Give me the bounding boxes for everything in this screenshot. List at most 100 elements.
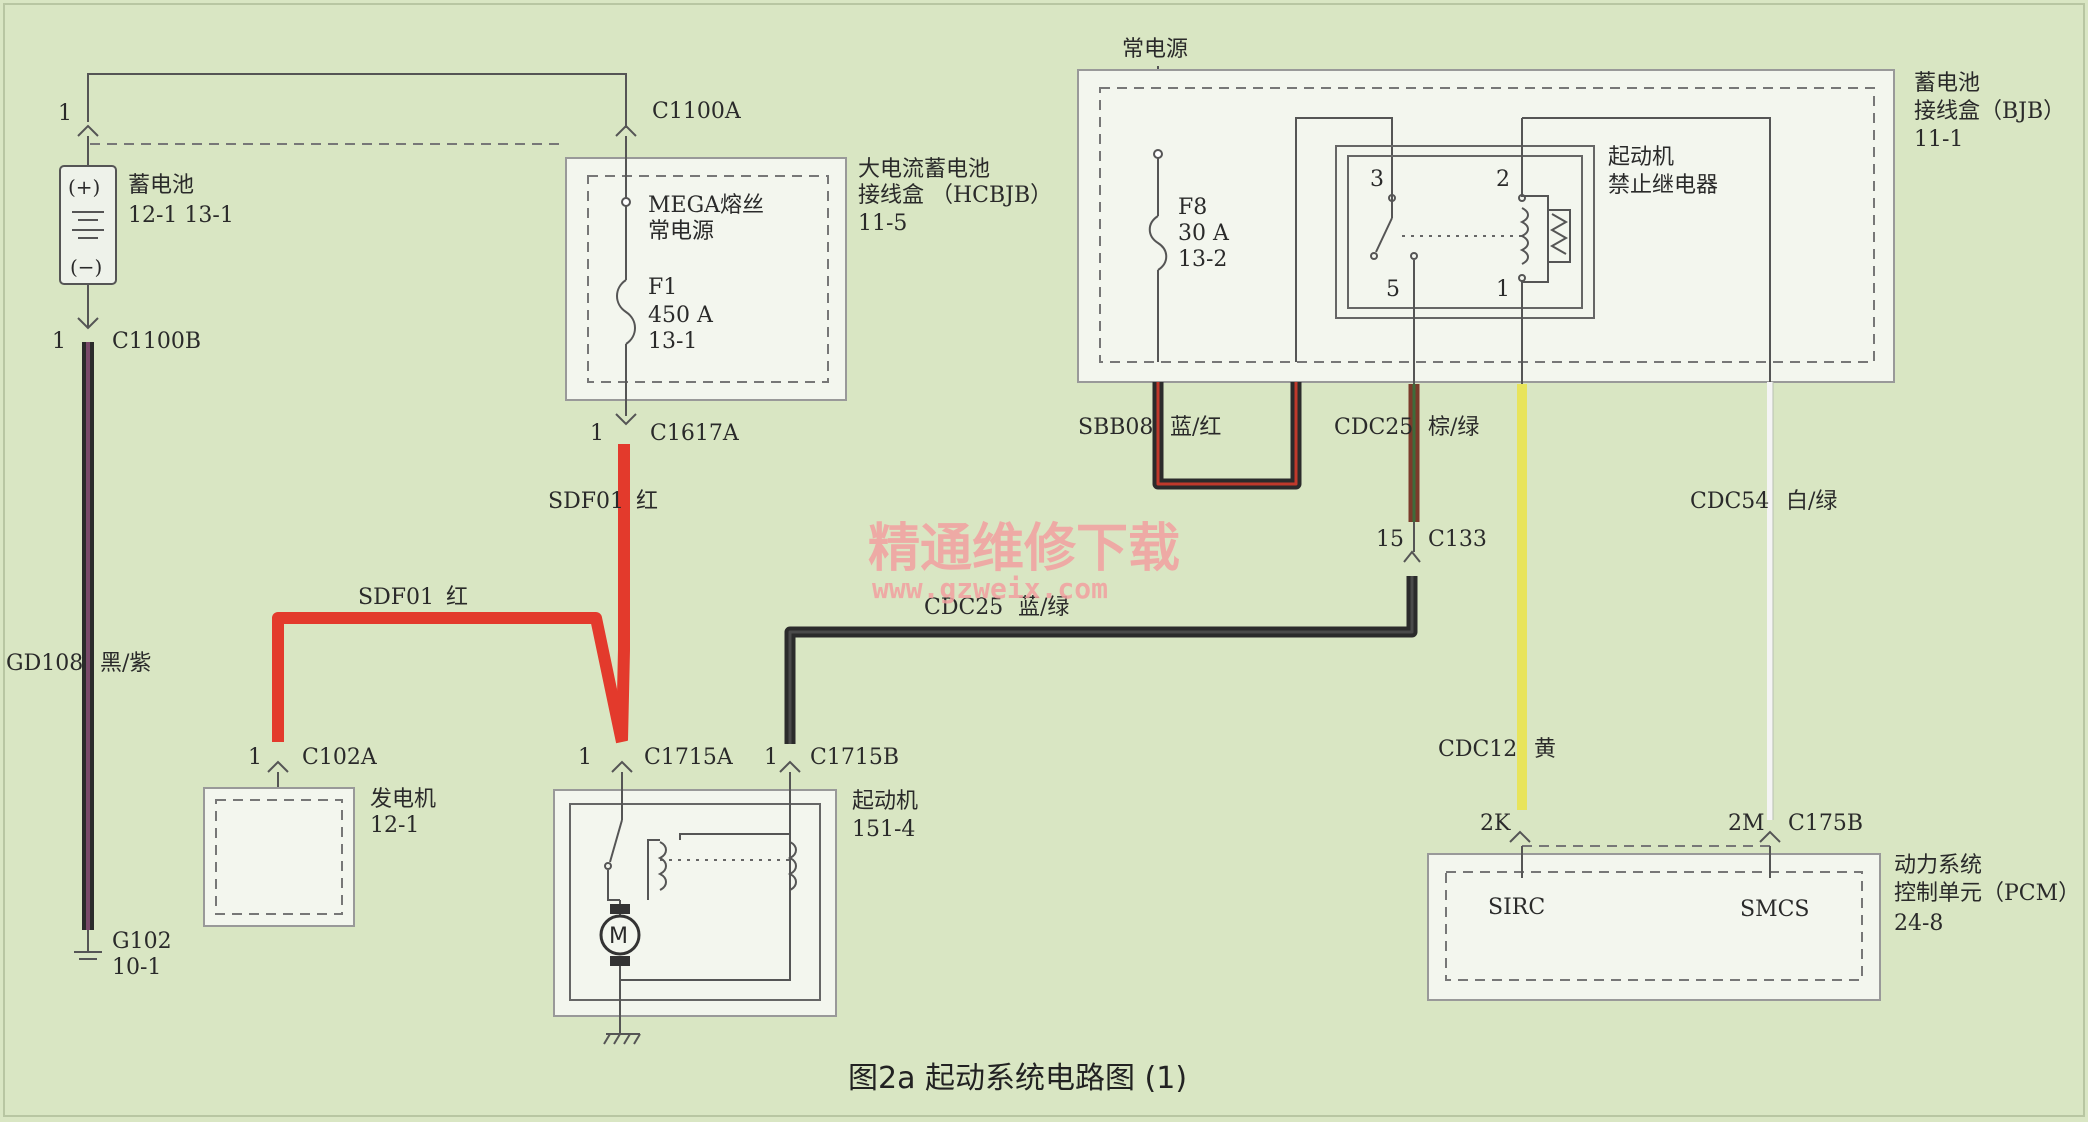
wire-battery-to-c1100a <box>87 73 627 128</box>
c1715b-pin: 1 <box>764 745 778 770</box>
wire-cdc25-bottom-color: 蓝/绿 <box>1018 595 1069 620</box>
connector-arrow-c175b-2k <box>1509 830 1531 843</box>
c133-label: C133 <box>1428 527 1487 552</box>
wire-gd108-color: 黑/紫 <box>100 651 151 676</box>
relay-name-line2: 禁止继电器 <box>1608 173 1718 198</box>
c1715b-label: C1715B <box>810 745 899 770</box>
relay-pin-5: 5 <box>1386 277 1400 302</box>
watermark-line1: 精通维修下载 <box>868 519 1180 579</box>
fuse-f8-name: F8 <box>1178 195 1207 220</box>
ground-name: G102 <box>112 929 172 954</box>
generator-box <box>203 787 355 927</box>
relay-outer <box>1335 145 1595 319</box>
starter-name: 起动机 <box>852 789 918 814</box>
wire-sdf01-vertical-color: 红 <box>636 489 658 514</box>
c1617a-pin: 1 <box>590 421 604 446</box>
wire-cdc25-top-color: 棕/绿 <box>1428 415 1479 440</box>
connector-arrow-c1617a <box>615 413 637 426</box>
wire-sbb08-stripe <box>1156 382 1298 486</box>
c1100b-label: C1100B <box>112 329 201 354</box>
connector-arrow-c1715a <box>611 760 633 773</box>
bjb-inner <box>1099 87 1875 363</box>
wire-cdc25-bottom-code: CDC25 <box>924 595 1003 620</box>
wire-cdc12-code: CDC12 <box>1438 737 1517 762</box>
connector-arrow-c102a <box>267 760 289 773</box>
watermark-line2: www.gzweix.com <box>872 572 1108 605</box>
fuse-f8-symbol <box>1148 215 1168 271</box>
pcm-ref: 24-8 <box>1894 911 1943 936</box>
connector-arrow-c1100b <box>77 317 99 330</box>
wire-sdf01-horizontal-code: SDF01 <box>358 585 434 610</box>
c175b-label: C175B <box>1788 811 1863 836</box>
c1100b-pin: 1 <box>52 329 66 354</box>
wire-cdc54-code: CDC54 <box>1690 489 1769 514</box>
hcbjb-name-line1: 大电流蓄电池 <box>858 157 990 182</box>
fuse-f8-rating: 30 A <box>1178 221 1230 246</box>
battery-name: 蓄电池 <box>128 173 194 198</box>
c1100a-pin-left: 1 <box>58 101 72 126</box>
battery-ref: 12-1 13-1 <box>128 203 234 228</box>
connector-arrow-c133 <box>1403 550 1421 563</box>
starter-solenoid-coil <box>657 841 797 891</box>
figure-caption: 图2a 起动系统电路图 (1) <box>848 1061 1187 1096</box>
starter-motor-label: M <box>609 924 628 949</box>
fuse-f1-symbol <box>616 279 636 345</box>
c1617a-label: C1617A <box>650 421 740 446</box>
diagram-frame <box>3 3 2085 1117</box>
bjb-name-line2: 接线盒（BJB） <box>1914 99 2065 124</box>
fuse-f8-ref: 13-2 <box>1178 247 1227 272</box>
relay-coil <box>1388 118 1571 384</box>
connector-arrow-c1715b <box>779 760 801 773</box>
wire-cdc54-color: 白/绿 <box>1786 489 1837 514</box>
hcbjb-box <box>565 157 847 401</box>
c102a-pin: 1 <box>248 745 262 770</box>
bjb-ref: 11-1 <box>1914 127 1963 152</box>
connector-arrow-c1100a <box>615 124 637 137</box>
bjb-box <box>1077 69 1895 383</box>
connector-arrow-c175b-2m <box>1759 830 1781 843</box>
relay-pin-2: 2 <box>1496 167 1510 192</box>
hcbjb-fuse-title2: 常电源 <box>648 219 714 244</box>
pcm-sirc-label: SIRC <box>1488 895 1545 920</box>
wire-cdc12-color: 黄 <box>1534 737 1556 762</box>
wire-sdf01-horizontal-color: 红 <box>446 585 468 610</box>
bjb-node <box>1153 149 1163 159</box>
wire-gd108-code: GD108 <box>6 651 83 676</box>
relay-pin-1: 1 <box>1496 277 1510 302</box>
starter-ref: 151-4 <box>852 817 915 842</box>
hcbjb-name-line2: 接线盒 （HCBJB） <box>858 183 1052 208</box>
fuse-f1-ref: 13-1 <box>648 329 697 354</box>
bjb-power-label: 常电源 <box>1122 37 1188 62</box>
wire-sdf01-vertical-code: SDF01 <box>548 489 624 514</box>
relay-inner <box>1347 155 1583 309</box>
pcm-inner <box>1445 871 1863 981</box>
wire-sbb08-code: SBB08 <box>1078 415 1153 440</box>
relay-name-line1: 起动机 <box>1608 145 1674 170</box>
pcm-smcs-label: SMCS <box>1740 897 1810 922</box>
ground-symbol-g102 <box>74 930 102 960</box>
connector-arrow-c1100a-left <box>77 124 99 137</box>
hcbjb-ref: 11-5 <box>858 211 907 236</box>
c1100a-label: C1100A <box>652 99 742 124</box>
relay-pin-3: 3 <box>1370 167 1384 192</box>
relay-smcs-wire <box>1522 117 1771 382</box>
wire-cdc25-bottom-stripe <box>788 576 1414 744</box>
pcm-name-line1: 动力系统 <box>1894 853 1982 878</box>
pcm-box <box>1427 853 1881 1001</box>
generator-name: 发电机 <box>370 787 436 812</box>
c133-pin: 15 <box>1376 527 1404 552</box>
starter-inner <box>569 803 821 1001</box>
starter-ground-symbol <box>603 1033 641 1045</box>
wire-sdf01-horizontal <box>272 612 628 744</box>
battery-plus-label: (+) <box>68 175 100 199</box>
starter-box <box>553 789 837 1017</box>
starter-internal-wiring <box>604 772 791 1034</box>
c175b-pin-2m: 2M <box>1728 811 1765 836</box>
c102a-label: C102A <box>302 745 378 770</box>
wire-sbb08-color: 蓝/红 <box>1170 415 1221 440</box>
wire-cdc25-top-code: CDC25 <box>1334 415 1413 440</box>
relay-switch <box>1370 196 1418 384</box>
fuse-f1-name: F1 <box>648 275 677 300</box>
c1715a-label: C1715A <box>644 745 734 770</box>
